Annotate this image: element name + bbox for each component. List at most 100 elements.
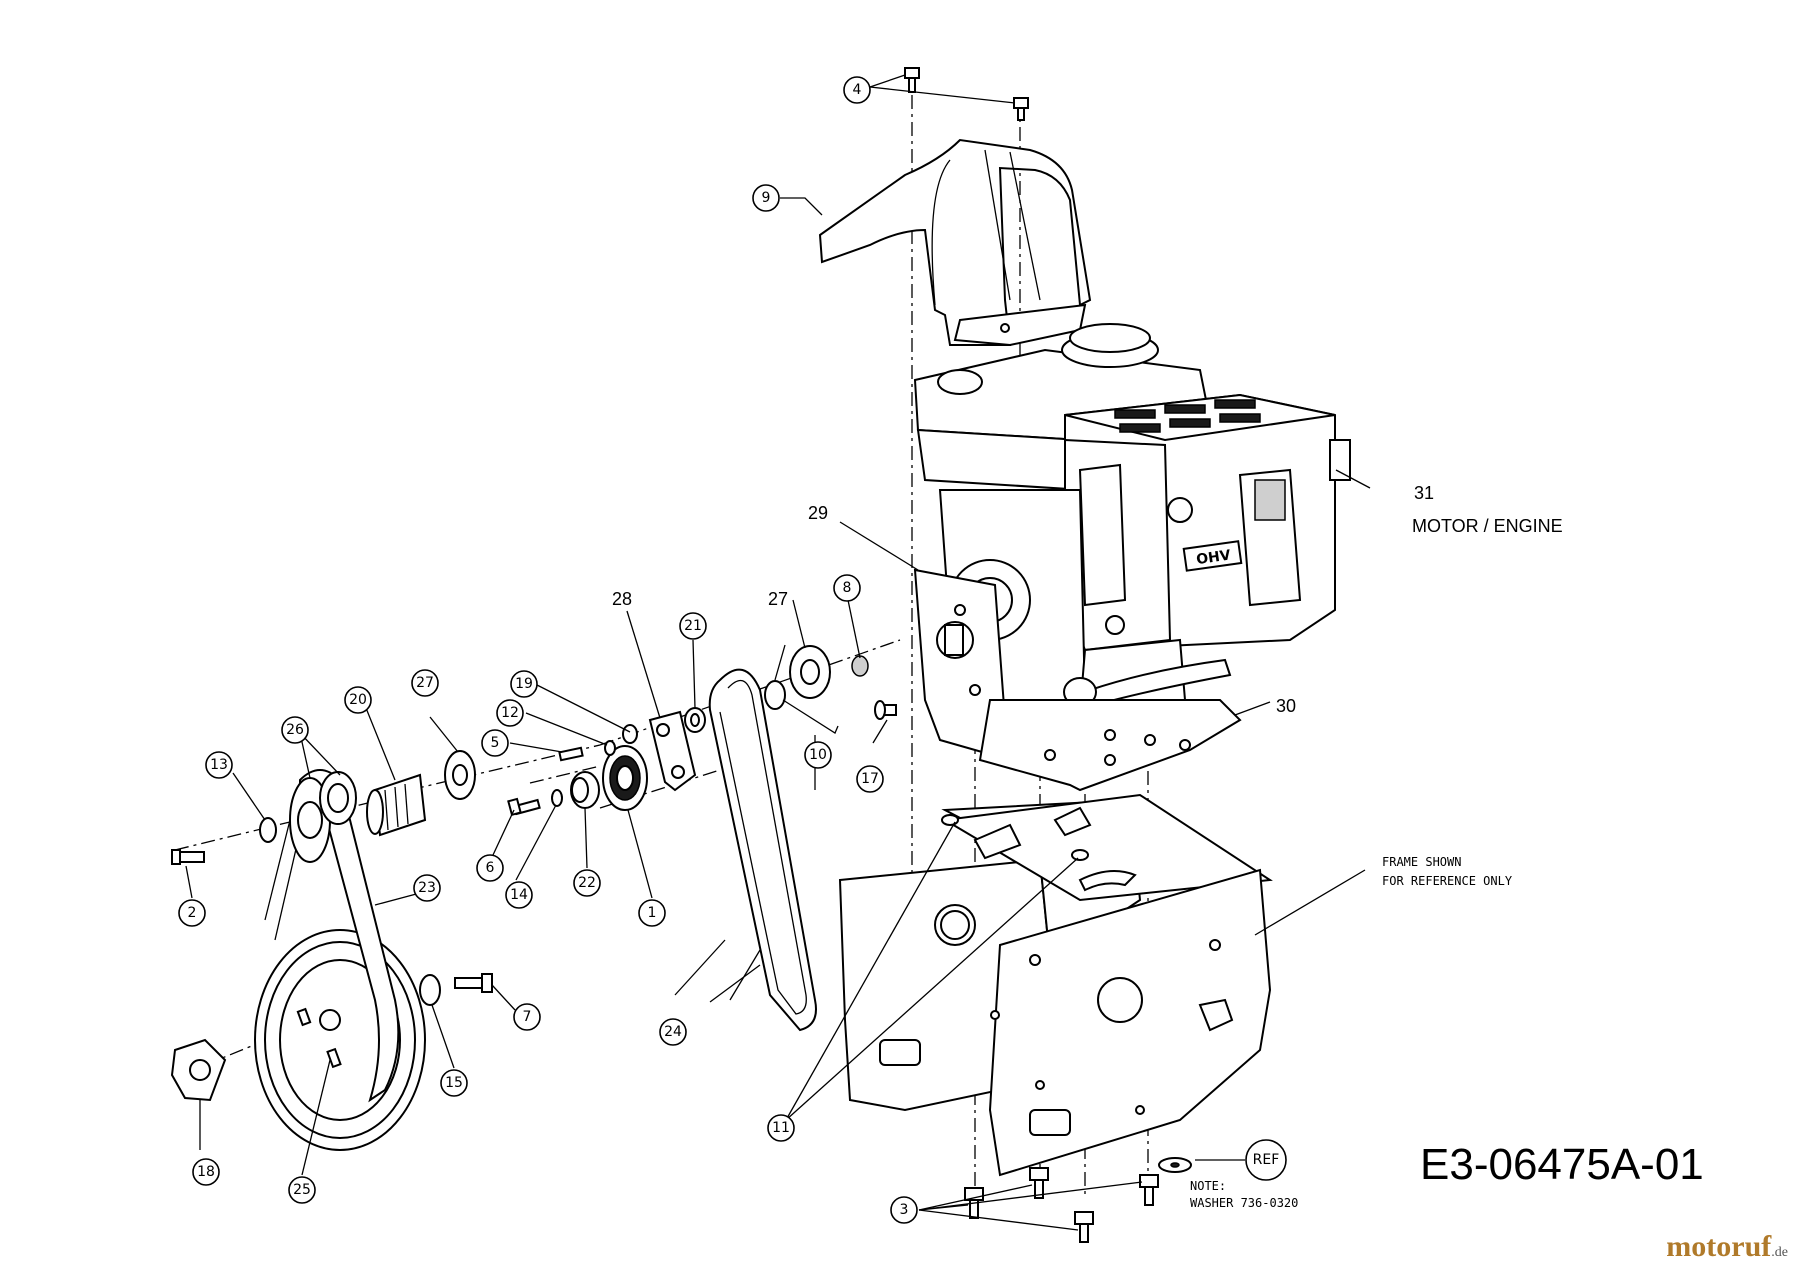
watermark-text: motoruf bbox=[1666, 1230, 1772, 1263]
callout-8: 8 bbox=[833, 574, 861, 602]
svg-text:11: 11 bbox=[772, 1120, 790, 1136]
callout-7: 7 bbox=[513, 1003, 541, 1031]
callout-1: 1 bbox=[638, 899, 666, 927]
spacer-21 bbox=[684, 707, 706, 733]
bolt-17 bbox=[874, 700, 897, 720]
callout-6: 6 bbox=[476, 854, 504, 882]
svg-text:1: 1 bbox=[648, 905, 657, 921]
svg-text:REF: REF bbox=[1253, 1152, 1280, 1168]
drawing-id: E3-06475A-01 bbox=[1420, 1140, 1704, 1189]
spacer-washer-left bbox=[444, 750, 476, 800]
idler-arm bbox=[648, 710, 697, 792]
svg-text:25: 25 bbox=[293, 1182, 311, 1198]
watermark-logo: motoruf.de bbox=[1666, 1230, 1788, 1264]
frame bbox=[838, 793, 1273, 1177]
washer-14 bbox=[551, 789, 563, 807]
label-30: 30 bbox=[1276, 696, 1296, 716]
washer-12 bbox=[604, 740, 616, 756]
pulley-shaft bbox=[366, 773, 427, 837]
callout-17: 17 bbox=[856, 765, 884, 793]
svg-text:5: 5 bbox=[491, 735, 500, 751]
svg-text:23: 23 bbox=[418, 880, 436, 896]
svg-text:10: 10 bbox=[809, 747, 827, 763]
svg-text:8: 8 bbox=[843, 580, 852, 596]
small-pulley bbox=[289, 771, 357, 863]
callout-9: 9 bbox=[752, 184, 780, 212]
svg-text:13: 13 bbox=[210, 757, 228, 773]
bolt-7 bbox=[454, 973, 493, 993]
engine-pulley bbox=[789, 645, 831, 699]
svg-text:27: 27 bbox=[416, 675, 434, 691]
svg-text:9: 9 bbox=[762, 190, 771, 206]
svg-text:2: 2 bbox=[188, 905, 197, 921]
callout-12: 12 bbox=[496, 699, 524, 727]
callout-19: 19 bbox=[510, 670, 538, 698]
svg-text:4: 4 bbox=[853, 82, 862, 98]
callout-ref: REF bbox=[1245, 1139, 1287, 1181]
frame-note-line2: FOR REFERENCE ONLY bbox=[1382, 874, 1513, 888]
label-29: 29 bbox=[808, 503, 828, 523]
bolt-5 bbox=[558, 746, 584, 762]
callout-3: 3 bbox=[890, 1196, 918, 1224]
label-28: 28 bbox=[612, 589, 632, 609]
washer-note-line2: WASHER 736-0320 bbox=[1190, 1196, 1298, 1210]
svg-text:12: 12 bbox=[501, 705, 519, 721]
callout-4: 4 bbox=[843, 76, 871, 104]
callout-25: 25 bbox=[288, 1176, 316, 1204]
engine-label: MOTOR / ENGINE bbox=[1412, 516, 1563, 536]
drive-belt bbox=[708, 668, 817, 1032]
washer-15 bbox=[419, 974, 441, 1006]
washer-note-line1: NOTE: bbox=[1190, 1179, 1226, 1193]
svg-text:20: 20 bbox=[349, 692, 367, 708]
spring-10 bbox=[764, 680, 839, 734]
svg-text:3: 3 bbox=[900, 1202, 909, 1218]
label-27: 27 bbox=[768, 589, 788, 609]
svg-text:6: 6 bbox=[486, 860, 495, 876]
svg-text:15: 15 bbox=[445, 1075, 463, 1091]
large-pulley bbox=[254, 929, 426, 1151]
callout-5: 5 bbox=[481, 729, 509, 757]
screw-4-right bbox=[1013, 97, 1029, 121]
belt-cover bbox=[818, 138, 1092, 347]
svg-text:21: 21 bbox=[684, 618, 702, 634]
callout-21: 21 bbox=[679, 612, 707, 640]
svg-text:18: 18 bbox=[197, 1164, 215, 1180]
callout-13: 13 bbox=[205, 751, 233, 779]
spacer-22 bbox=[570, 771, 600, 809]
bolts-3 bbox=[964, 1167, 1159, 1243]
callout-18: 18 bbox=[192, 1158, 220, 1186]
svg-text:24: 24 bbox=[664, 1024, 682, 1040]
callout-27a: 27 bbox=[411, 669, 439, 697]
bolt-2 bbox=[171, 849, 205, 865]
svg-text:7: 7 bbox=[523, 1009, 532, 1025]
engine-grille bbox=[1114, 399, 1261, 433]
callout-24: 24 bbox=[659, 1018, 687, 1046]
engine-mounting-plate bbox=[913, 568, 1012, 762]
callout-14: 14 bbox=[505, 881, 533, 909]
callout-23: 23 bbox=[413, 874, 441, 902]
frame-note-line1: FRAME SHOWN bbox=[1382, 855, 1461, 869]
washer-8 bbox=[851, 655, 869, 677]
callout-26: 26 bbox=[281, 716, 309, 744]
label-31: 31 bbox=[1414, 483, 1434, 503]
callout-10: 10 bbox=[804, 741, 832, 769]
idler-pulley-1 bbox=[602, 745, 648, 811]
screw-4-left bbox=[904, 67, 920, 93]
svg-text:17: 17 bbox=[861, 771, 879, 787]
svg-text:26: 26 bbox=[286, 722, 304, 738]
callout-2: 2 bbox=[178, 899, 206, 927]
svg-text:22: 22 bbox=[578, 875, 596, 891]
bolt-6 bbox=[507, 797, 541, 817]
washer-13 bbox=[259, 817, 277, 843]
callout-22: 22 bbox=[573, 869, 601, 897]
callout-15: 15 bbox=[440, 1069, 468, 1097]
svg-text:19: 19 bbox=[515, 676, 533, 692]
callout-20: 20 bbox=[344, 686, 372, 714]
washer-19 bbox=[622, 724, 638, 744]
hub-plate bbox=[170, 1038, 227, 1102]
callout-11: 11 bbox=[767, 1114, 795, 1142]
engine-base-plate bbox=[978, 699, 1242, 792]
svg-text:14: 14 bbox=[510, 887, 528, 903]
watermark-domain: .de bbox=[1771, 1245, 1788, 1260]
